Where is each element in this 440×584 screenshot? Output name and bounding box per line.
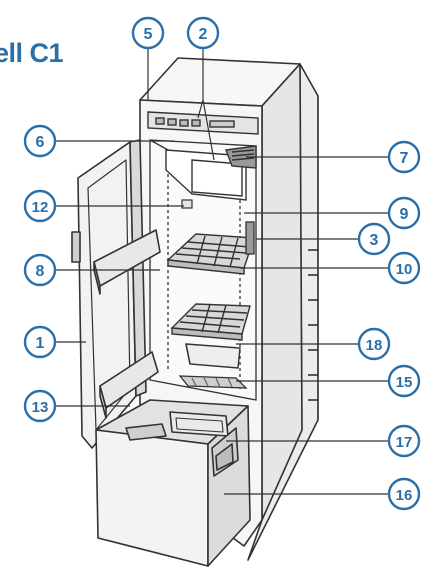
callout-18: 18 — [357, 327, 391, 361]
callout-circle — [23, 124, 57, 158]
leader-lines — [56, 48, 388, 495]
callout-1: 1 — [23, 325, 57, 359]
callout-number: 17 — [396, 434, 413, 451]
callout-7: 7 — [387, 140, 421, 174]
drawer — [95, 399, 251, 567]
callout-number: 3 — [370, 232, 379, 249]
callout-9: 9 — [387, 196, 421, 230]
callout-number: 16 — [396, 487, 413, 504]
callout-12: 12 — [23, 189, 57, 223]
callout-number: 10 — [396, 261, 413, 278]
evaporator — [181, 199, 193, 209]
callout-circle — [23, 253, 57, 287]
callout-number: 7 — [400, 150, 409, 167]
callout-circle — [23, 189, 57, 223]
callout-circle — [186, 16, 220, 50]
callout-3: 3 — [357, 222, 391, 256]
callout-circle — [387, 477, 421, 511]
upper-shelf — [166, 233, 255, 275]
door — [71, 139, 161, 449]
callout-circle — [357, 327, 391, 361]
callout-circle — [357, 222, 391, 256]
callout-number: 5 — [144, 26, 153, 43]
callout-10: 10 — [387, 251, 421, 285]
callout-2: 2 — [186, 16, 220, 50]
callout-circle — [387, 140, 421, 174]
callout-circle — [131, 16, 165, 50]
callout-13: 13 — [23, 389, 57, 423]
callout-number: 8 — [36, 263, 45, 280]
callout-16: 16 — [387, 477, 421, 511]
right-side-control — [245, 221, 255, 255]
callout-circle — [387, 424, 421, 458]
callout-number: 15 — [396, 374, 413, 391]
diagram-title: ell C1 — [0, 38, 64, 68]
freezer-compartment — [165, 145, 257, 201]
callout-6: 6 — [23, 124, 57, 158]
callout-number: 6 — [36, 134, 45, 151]
callout-number: 2 — [199, 26, 208, 43]
callout-17: 17 — [387, 424, 421, 458]
callout-8: 8 — [23, 253, 57, 287]
callout-circle — [23, 325, 57, 359]
callout-number: 9 — [400, 206, 409, 223]
callout-5: 5 — [131, 16, 165, 50]
callout-number: 1 — [36, 335, 45, 352]
callout-number: 13 — [32, 399, 49, 416]
bottle-holder — [170, 303, 251, 369]
callout-15: 15 — [387, 364, 421, 398]
callout-circle — [387, 251, 421, 285]
crisper-shelf — [178, 375, 248, 389]
callout-number: 18 — [366, 337, 383, 354]
callout-number: 12 — [32, 199, 49, 216]
callout-circle — [23, 389, 57, 423]
callout-circle — [387, 364, 421, 398]
top-control-panel — [147, 111, 259, 135]
callout-circle — [387, 196, 421, 230]
